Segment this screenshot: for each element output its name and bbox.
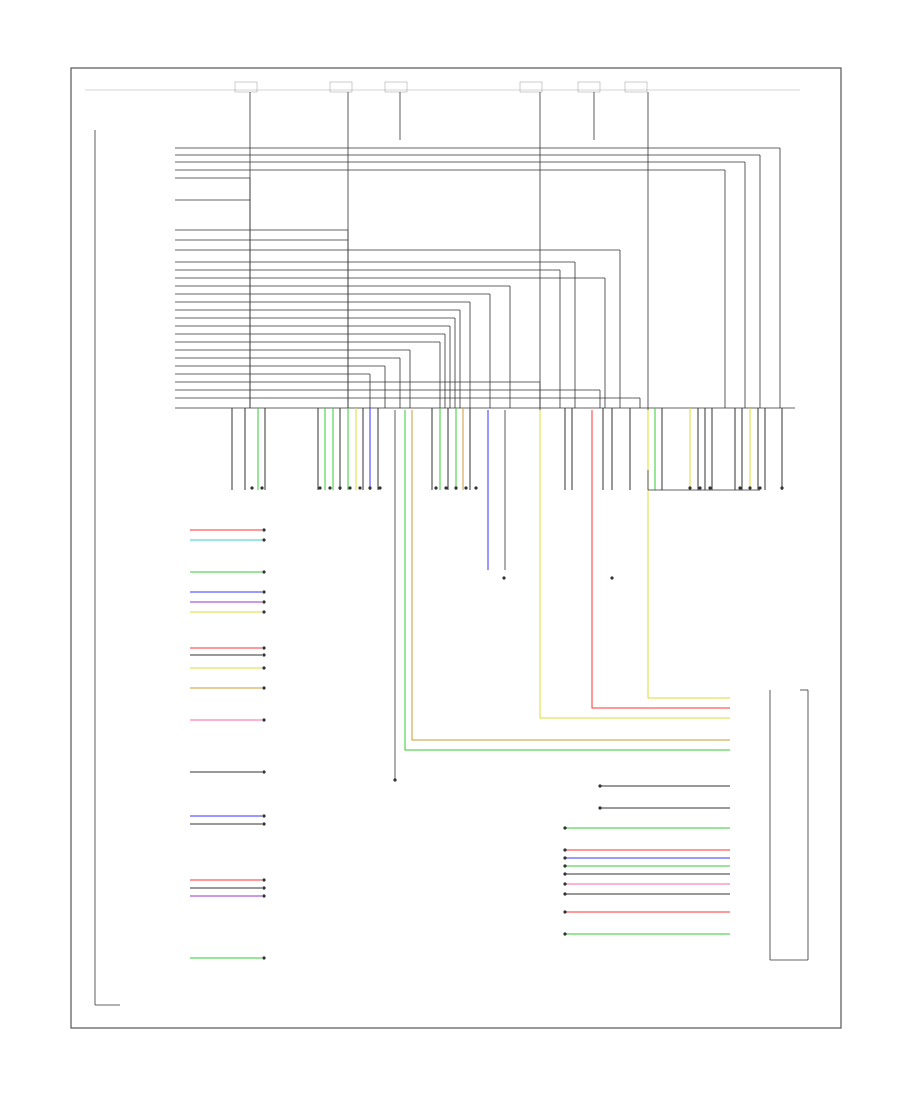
terminal-dot: [262, 610, 266, 614]
terminal-dot: [262, 878, 266, 882]
terminal-dot: [598, 806, 602, 810]
terminal-dot: [262, 538, 266, 542]
terminal-dot: [563, 864, 567, 868]
terminal-dot: [708, 486, 712, 490]
bus-lines: [175, 147, 781, 408]
terminal-dot: [598, 784, 602, 788]
terminal-dot: [262, 686, 266, 690]
terminal-dot: [563, 848, 567, 852]
terminal-dot: [434, 486, 438, 490]
connector-terminals: [250, 486, 784, 782]
terminal-dot: [262, 570, 266, 574]
terminal-dot: [464, 486, 468, 490]
terminal-dot: [758, 486, 762, 490]
terminal-dot: [250, 486, 254, 490]
right-connector-runs: [563, 784, 730, 936]
orange-feed-wire: [411, 410, 730, 741]
terminal-dot: [262, 600, 266, 604]
right-control-module: [769, 689, 809, 961]
terminal-dot: [262, 653, 266, 657]
terminal-dot: [262, 718, 266, 722]
fuse-feed-6: [624, 81, 649, 410]
terminal-dot: [563, 872, 567, 876]
fuse-feed-1: [234, 81, 258, 200]
terminal-dot: [748, 486, 752, 490]
terminal-dot: [454, 486, 458, 490]
left-control-module: [94, 130, 120, 1006]
green-feed-wire: [404, 410, 730, 751]
terminal-dot: [563, 892, 567, 896]
terminal-dot: [563, 910, 567, 914]
red-feed-wire: [591, 410, 730, 709]
terminal-dot: [262, 894, 266, 898]
terminal-dot: [262, 590, 266, 594]
terminal-dot: [328, 486, 332, 490]
terminal-dot: [738, 486, 742, 490]
terminal-dot: [474, 486, 478, 490]
fuse-feed-5: [577, 81, 601, 140]
terminal-dot: [563, 856, 567, 860]
diagram-frame: [70, 67, 842, 1029]
terminal-dot: [260, 486, 264, 490]
terminal-dot: [780, 486, 784, 490]
terminal-dot: [444, 486, 448, 490]
terminal-dot: [338, 486, 342, 490]
terminal-dot: [348, 486, 352, 490]
vertical-drops: [231, 408, 783, 490]
terminal-dot: [358, 486, 362, 490]
terminal-dot: [502, 576, 506, 580]
terminal-dot: [262, 666, 266, 670]
terminal-dot: [262, 770, 266, 774]
terminal-dot: [318, 486, 322, 490]
right-feed-wires: [394, 410, 730, 780]
terminal-dot: [368, 486, 372, 490]
terminal-dot: [698, 486, 702, 490]
terminal-dot: [563, 826, 567, 830]
fuse-feed-4: [519, 81, 543, 410]
terminal-dot: [262, 528, 266, 532]
fuse-feed-2: [329, 81, 353, 240]
fuse-feeds: [234, 81, 649, 410]
fuse-feed-3: [384, 81, 408, 140]
yellow-feed-wire-2: [647, 410, 730, 699]
yellow-feed-wire: [539, 410, 730, 719]
terminal-dot: [563, 882, 567, 886]
terminal-dot: [378, 486, 382, 490]
terminal-dot: [688, 486, 692, 490]
terminal-dot: [262, 822, 266, 826]
terminal-dot: [262, 956, 266, 960]
terminal-dot: [563, 932, 567, 936]
terminal-dot: [262, 814, 266, 818]
terminal-dot: [262, 886, 266, 890]
lower-wire-runs: [190, 528, 266, 960]
terminal-dot: [610, 576, 614, 580]
terminal-dot: [262, 646, 266, 650]
